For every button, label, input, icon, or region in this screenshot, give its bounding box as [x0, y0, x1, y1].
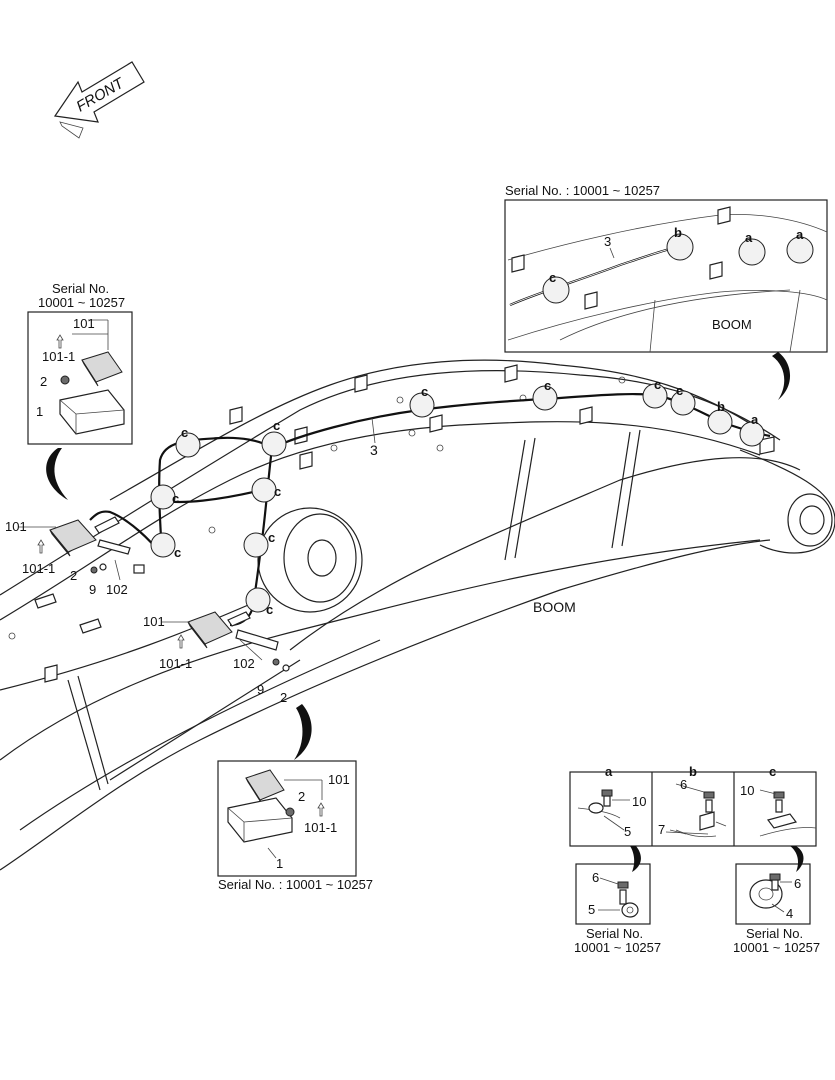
clip-c-marker: c: [409, 384, 435, 418]
svg-text:c: c: [268, 530, 275, 545]
callout-5: 5: [624, 824, 631, 839]
clip-b-marker: b: [707, 399, 733, 435]
left-serial-line1: Serial No.: [52, 281, 109, 296]
pointer-arrow-icon: [772, 352, 791, 400]
br-c-serial-line1: Serial No.: [746, 926, 803, 941]
callout-2: 2: [40, 374, 47, 389]
clip-c-marker: c: [670, 383, 696, 416]
boom-label: BOOM: [712, 317, 752, 332]
svg-text:c: c: [544, 378, 551, 393]
detail-panel-c-title: c: [769, 764, 776, 779]
detail-panel-a-title: a: [605, 764, 613, 779]
detail-panel-a: [577, 789, 630, 831]
br-c-serial-line2: 10001 ~ 10257: [733, 940, 820, 955]
detail-panel-b-title: b: [689, 764, 697, 779]
top-right-detail-box: [504, 199, 828, 353]
left-serial-line2: 10001 ~ 10257: [38, 295, 125, 310]
svg-text:c: c: [172, 491, 179, 506]
detail-c-variant: [749, 873, 792, 913]
callout-3: 3: [370, 442, 378, 458]
clip-c-marker: c: [150, 532, 181, 560]
clip-c-marker: c: [532, 378, 558, 411]
svg-text:c: c: [421, 384, 428, 399]
detail-panels: [569, 771, 817, 925]
detail-a-serial-box: [575, 863, 651, 925]
clip-c-marker: c: [642, 377, 668, 409]
br-a-serial-line2: 10001 ~ 10257: [574, 940, 661, 955]
bottom-serial-label: Serial No. : 10001 ~ 10257: [218, 877, 373, 892]
callout-3: 3: [604, 234, 611, 249]
callout-4: 4: [786, 906, 793, 921]
front-arrow-icon: FRONT: [53, 61, 145, 139]
detail-c-letter: c: [549, 270, 556, 285]
detail-panel-b: [665, 783, 727, 838]
callout-7: 7: [658, 822, 665, 837]
left-lamp-assembly: [18, 516, 145, 581]
svg-text:c: c: [266, 602, 273, 617]
detail-a-letter: a: [796, 227, 804, 242]
callout-101: 101: [73, 316, 95, 331]
pointer-arrow-icon: [790, 846, 804, 872]
clip-c-marker: c: [261, 418, 287, 457]
callout-6: 6: [592, 870, 599, 885]
clip-c-marker: c: [150, 484, 179, 510]
callout-1: 1: [36, 404, 43, 419]
svg-text:c: c: [181, 425, 188, 440]
clip-a-marker: a: [739, 412, 765, 447]
boom-label: BOOM: [533, 599, 576, 615]
clip-c-marker: c: [243, 530, 275, 558]
detail-b-letter: b: [674, 225, 682, 240]
top-serial-label: Serial No. : 10001 ~ 10257: [505, 183, 660, 198]
pointer-arrow-icon: [46, 448, 68, 500]
center-lamp-assembly: [162, 611, 290, 672]
callout-101-1: 101-1: [159, 656, 192, 671]
svg-text:c: c: [174, 545, 181, 560]
detail-a-variant: [598, 877, 639, 918]
clip-c-marker: c: [251, 477, 281, 503]
callout-101: 101: [143, 614, 165, 629]
callout-10: 10: [632, 794, 646, 809]
left-serial-box: [27, 311, 133, 445]
pointer-arrow-icon: [630, 846, 641, 872]
svg-text:c: c: [654, 377, 661, 392]
boom-structure: [0, 359, 835, 871]
svg-text:c: c: [273, 418, 280, 433]
clip-c-marker: c: [175, 425, 201, 458]
clip-c-marker: c: [245, 587, 273, 617]
svg-text:a: a: [751, 412, 759, 427]
callout-102: 102: [233, 656, 255, 671]
callout-101-1: 101-1: [22, 561, 55, 576]
svg-text:c: c: [274, 484, 281, 499]
callout-6: 6: [680, 777, 687, 792]
callout-102: 102: [106, 582, 128, 597]
callout-2: 2: [280, 690, 287, 705]
callout-2: 2: [298, 789, 305, 804]
svg-text:c: c: [676, 383, 683, 398]
bottom-center-serial-box: [217, 760, 357, 877]
callout-101-1: 101-1: [304, 820, 337, 835]
callout-1: 1: [276, 856, 283, 871]
br-a-serial-line1: Serial No.: [586, 926, 643, 941]
callout-6: 6: [794, 876, 801, 891]
detail-a-letter: a: [745, 230, 753, 245]
callout-2: 2: [70, 568, 77, 583]
callout-9: 9: [89, 582, 96, 597]
callout-101: 101: [5, 519, 27, 534]
callout-101: 101: [328, 772, 350, 787]
svg-text:b: b: [717, 399, 725, 414]
callout-5: 5: [588, 902, 595, 917]
callout-9: 9: [257, 682, 264, 697]
pointer-arrow-icon: [294, 704, 312, 760]
clip-markers: c c c c c c c c: [150, 377, 765, 617]
callout-101-1: 101-1: [42, 349, 75, 364]
callout-10: 10: [740, 783, 754, 798]
detail-panel-c: [759, 789, 817, 837]
